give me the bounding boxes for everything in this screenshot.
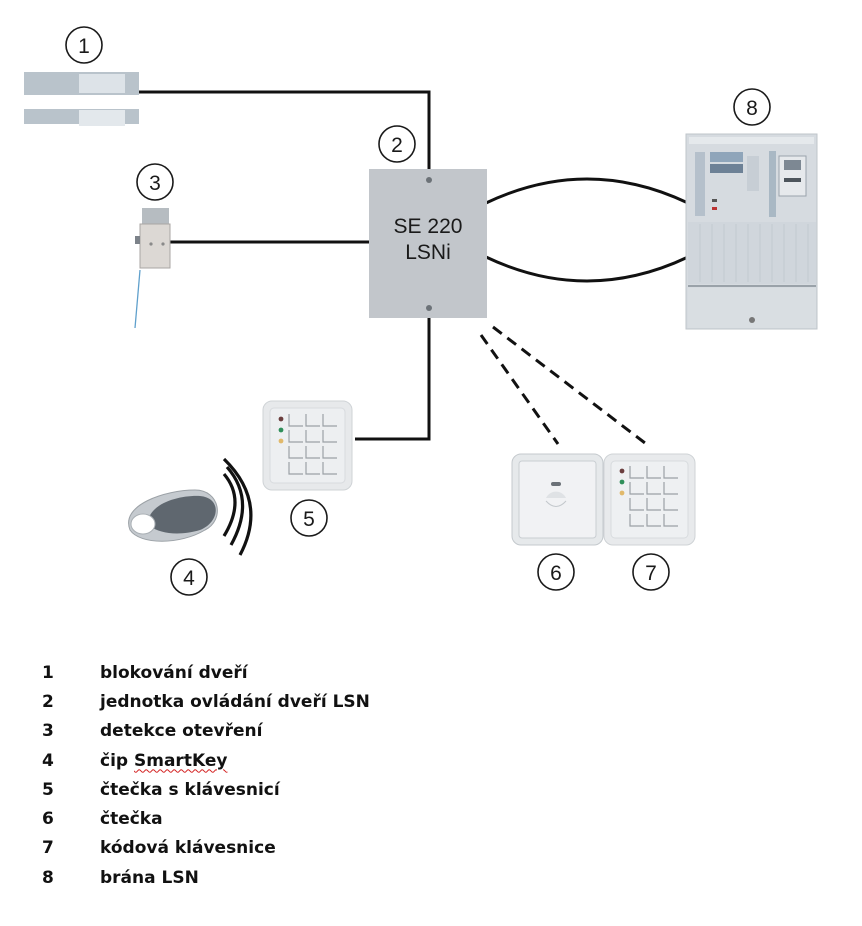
wire-2-to-6 xyxy=(479,334,560,445)
controller-label-line1: SE 220 xyxy=(394,215,463,238)
keypad-key xyxy=(646,466,661,479)
callout-7: 7 xyxy=(645,562,657,585)
controller-label-line2: LSNi xyxy=(405,241,451,264)
callout-labels: 1 2 3 4 5 6 7 8 xyxy=(78,35,758,590)
legend-label: čtečka s klávesnicí xyxy=(100,779,280,800)
opening-detection-device xyxy=(134,208,171,329)
keypad-key xyxy=(322,430,337,443)
callout-6-circle xyxy=(537,553,575,591)
legend-item: 6 čtečka xyxy=(42,804,370,833)
legend-number: 5 xyxy=(42,779,54,800)
wireless-signal-icon xyxy=(222,457,253,556)
keypad-key xyxy=(305,446,320,459)
legend-label: brána LSN xyxy=(100,867,199,888)
door-lock-device xyxy=(24,72,139,126)
callout-8-circle xyxy=(733,88,771,126)
callout-3-circle xyxy=(136,163,174,201)
lsn-gateway-panel-device xyxy=(685,133,818,330)
wire-1-to-2 xyxy=(139,90,431,170)
callout-8: 8 xyxy=(746,97,758,120)
legend-item: 5 čtečka s klávesnicí xyxy=(42,775,370,804)
legend-label: blokování dveří xyxy=(100,662,248,683)
keypad-key xyxy=(288,430,303,443)
legend-item: 8 brána LSN xyxy=(42,863,370,892)
keypad-key xyxy=(305,462,320,475)
keypad-key xyxy=(646,482,661,495)
legend-number: 1 xyxy=(42,662,54,683)
legend-number: 4 xyxy=(42,750,54,771)
callout-1: 1 xyxy=(78,35,90,58)
keypad-key xyxy=(288,462,303,475)
keypad-key xyxy=(288,446,303,459)
wires xyxy=(139,90,689,441)
keypad-key xyxy=(629,482,644,495)
keypad-key xyxy=(322,446,337,459)
callout-1-circle xyxy=(65,26,103,64)
keypad-key xyxy=(629,514,644,527)
callout-4: 4 xyxy=(183,567,195,590)
legend-label: jednotka ovládání dveří LSN xyxy=(100,691,370,712)
keypad-key xyxy=(288,414,303,427)
keypad-key xyxy=(322,414,337,427)
wire-5-to-2 xyxy=(355,318,431,441)
callout-7-circle xyxy=(632,553,670,591)
keypad-key xyxy=(322,462,337,475)
system-diagram: SE 220 LSNi xyxy=(24,26,818,596)
wire-loop-upper xyxy=(485,177,689,205)
legend-item: 7 kódová klávesnice xyxy=(42,834,370,863)
callout-6: 6 xyxy=(550,562,562,585)
legend-number: 7 xyxy=(42,838,54,859)
code-keypad-device xyxy=(603,453,696,546)
keypad-reader-device xyxy=(262,400,353,491)
legend-label: detekce otevření xyxy=(100,721,263,742)
spellcheck-marked-word: SmartKey xyxy=(134,750,228,771)
legend-label: čtečka xyxy=(100,809,163,830)
legend-label: čip SmartKey xyxy=(100,751,227,771)
card-reader-device xyxy=(511,453,604,546)
legend-item: 2 jednotka ovládání dveří LSN xyxy=(42,687,370,716)
callout-3: 3 xyxy=(149,172,161,195)
wire-loop-lower xyxy=(485,255,689,283)
keypad-key xyxy=(646,514,661,527)
keypad-key xyxy=(663,482,678,495)
wireless-links xyxy=(479,325,646,445)
keypad-key xyxy=(663,498,678,511)
callout-5: 5 xyxy=(303,508,315,531)
wire-2-to-7 xyxy=(492,325,646,445)
legend: 1 blokování dveří 2 jednotka ovládání dv… xyxy=(42,658,370,892)
keypad-key xyxy=(629,466,644,479)
keypad-key xyxy=(629,498,644,511)
legend-number: 3 xyxy=(42,721,54,742)
legend-label-prefix: čip xyxy=(100,750,134,771)
callout-4-circle xyxy=(170,558,208,596)
legend-number: 2 xyxy=(42,691,54,712)
keypad-key xyxy=(663,514,678,527)
legend-number: 8 xyxy=(42,867,54,888)
legend-number: 6 xyxy=(42,809,54,830)
keypad-key xyxy=(646,498,661,511)
keypad-key xyxy=(305,430,320,443)
callout-2: 2 xyxy=(391,134,403,157)
legend-label: kódová klávesnice xyxy=(100,838,276,859)
smartkey-device xyxy=(128,489,218,542)
keypad-key xyxy=(663,466,678,479)
callout-5-circle xyxy=(290,499,328,537)
door-control-unit-box: SE 220 LSNi xyxy=(369,169,487,318)
legend-item: 1 blokování dveří xyxy=(42,658,370,687)
callouts xyxy=(65,26,771,596)
keypad-key xyxy=(305,414,320,427)
legend-item: 3 detekce otevření xyxy=(42,717,370,746)
legend-item: 4 čip SmartKey xyxy=(42,746,370,775)
callout-2-circle xyxy=(378,125,416,163)
